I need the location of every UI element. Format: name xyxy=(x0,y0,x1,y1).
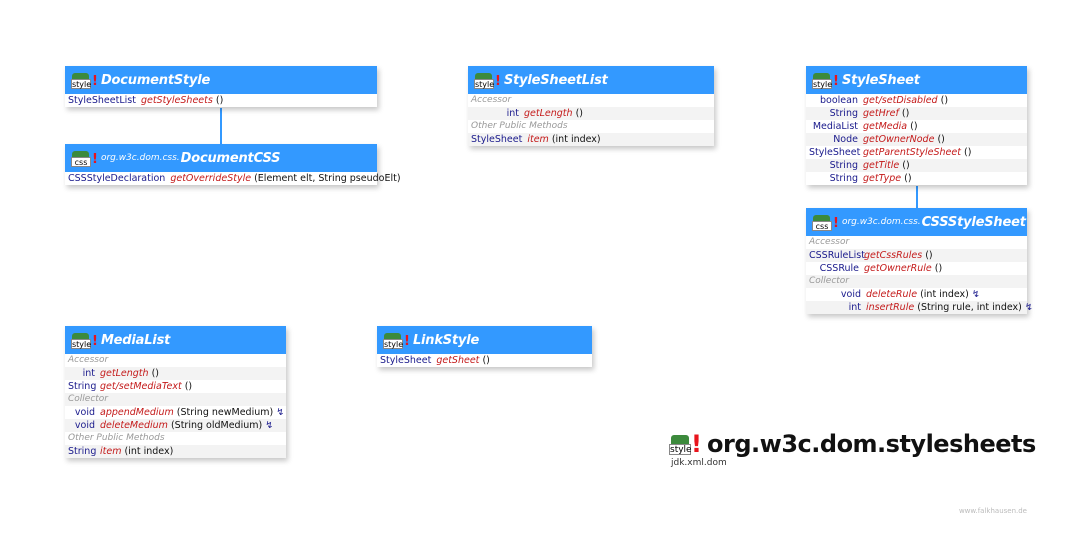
class-title: CSSStyleSheet xyxy=(921,214,1026,230)
module-name: jdk.xml.dom xyxy=(671,458,727,468)
category-label: Accessor xyxy=(471,95,512,105)
method-row[interactable]: CSSRuleListgetCssRules () xyxy=(806,249,1027,262)
class-title: LinkStyle xyxy=(412,332,480,348)
class-title: StyleSheetList xyxy=(503,72,608,88)
class-header: style! MediaList xyxy=(65,326,286,354)
style-interface-icon: style! xyxy=(71,72,98,89)
category-label: Other Public Methods xyxy=(68,433,165,443)
package-style-icon: style xyxy=(669,433,692,455)
style-interface-icon: style! xyxy=(383,332,410,349)
class-box-documentcss[interactable]: css! org.w3c.dom.css. DocumentCSS CSSSty… xyxy=(65,144,401,185)
class-title: MediaList xyxy=(100,332,171,348)
css-interface-icon: css! xyxy=(812,214,839,231)
css-interface-icon: css! xyxy=(71,150,98,167)
side-effect-icon: ↯ xyxy=(276,407,285,418)
side-effect-icon: ↯ xyxy=(971,289,980,300)
category-label: Accessor xyxy=(809,237,850,247)
style-interface-icon: style! xyxy=(71,332,98,349)
class-box-cssstylesheet[interactable]: css! org.w3c.dom.css. CSSStyleSheet Acce… xyxy=(806,208,1033,314)
style-interface-icon: style! xyxy=(812,72,839,89)
category-label: Collector xyxy=(806,275,1027,288)
watermark: www.falkhausen.de xyxy=(958,507,1027,515)
class-header: style! StyleSheetList xyxy=(468,66,714,94)
class-title: DocumentCSS xyxy=(180,150,281,166)
category-label: Other Public Methods xyxy=(471,121,568,131)
category-label: Accessor xyxy=(68,355,109,365)
class-header: style! DocumentStyle xyxy=(65,66,377,94)
package-bang: ! xyxy=(691,430,702,458)
side-effect-icon: ↯ xyxy=(265,420,274,431)
package-title-block: style! org.w3c.dom.stylesheets jdk.xml.d… xyxy=(669,430,1036,468)
connector-stylesheet-cssstylesheet xyxy=(916,186,918,208)
package-prefix: org.w3c.dom.css. xyxy=(100,153,180,163)
package-title: org.w3c.dom.stylesheets xyxy=(707,430,1036,458)
class-header: css! org.w3c.dom.css. DocumentCSS xyxy=(65,144,377,172)
class-header: css! org.w3c.dom.css. CSSStyleSheet xyxy=(806,208,1027,236)
class-title: StyleSheet xyxy=(841,72,920,88)
class-header: style! LinkStyle xyxy=(377,326,592,354)
connector-documentstyle-documentcss xyxy=(220,108,222,144)
class-header: style! StyleSheet xyxy=(806,66,1027,94)
package-prefix: org.w3c.dom.css. xyxy=(841,217,921,227)
class-title: DocumentStyle xyxy=(100,72,211,88)
side-effect-icon: ↯ xyxy=(1024,302,1033,313)
category-label: Collector xyxy=(65,393,286,406)
style-interface-icon: style! xyxy=(474,72,501,89)
